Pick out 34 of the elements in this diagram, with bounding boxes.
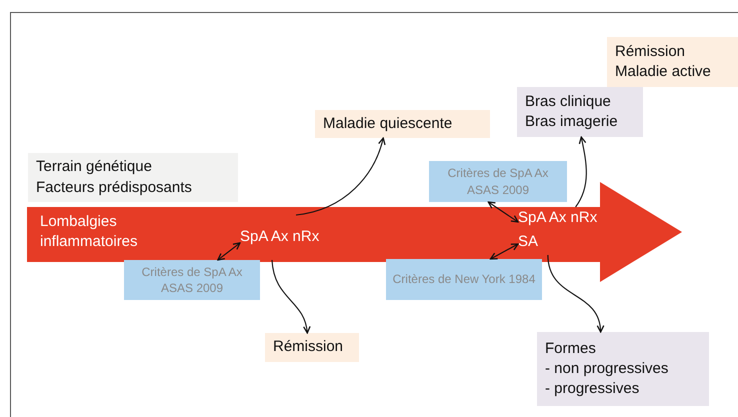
text-line: Maladie active — [615, 62, 711, 82]
connector-arrow — [296, 137, 386, 216]
node-text: Rémission — [273, 337, 344, 358]
text-line: Bras imagerie — [525, 112, 618, 132]
node-text: SpA Ax nRx — [240, 227, 320, 248]
node-text: Critères de New York 1984 — [392, 271, 536, 288]
info-box — [265, 333, 359, 362]
timeline-arrow — [27, 182, 682, 282]
criteria-box — [386, 259, 542, 300]
info-box — [537, 332, 709, 406]
node-text: Lombalgies inflammatoires — [40, 212, 139, 252]
text-line: - non progressives — [545, 358, 668, 379]
connector-arrow — [575, 136, 587, 208]
node-text: Critères de SpA Ax ASAS 2009 — [140, 264, 244, 296]
criteria-box — [124, 260, 260, 300]
connector-arrow — [490, 243, 519, 260]
node-text: SpA Ax nRx — [518, 208, 598, 228]
text-line: Bras clinique — [525, 92, 611, 112]
info-box — [517, 87, 643, 137]
info-box — [315, 110, 490, 138]
connector-arrow — [271, 260, 310, 334]
text-line: Terrain génétique — [36, 157, 152, 178]
text-line: Rémission — [615, 42, 686, 62]
text-line: Formes — [545, 338, 596, 359]
criteria-box — [429, 161, 567, 202]
text-line: Facteurs prédisposants — [36, 178, 192, 198]
node-text: SA — [518, 232, 538, 252]
info-box — [607, 37, 738, 87]
node-text: Maladie quiescente — [323, 114, 452, 134]
text-line: - progressives — [545, 379, 640, 400]
connector-arrow — [488, 201, 519, 223]
connector-arrow — [547, 254, 604, 333]
connector-arrow — [217, 242, 241, 261]
node-text: Critères de SpA Ax ASAS 2009 — [446, 165, 550, 198]
